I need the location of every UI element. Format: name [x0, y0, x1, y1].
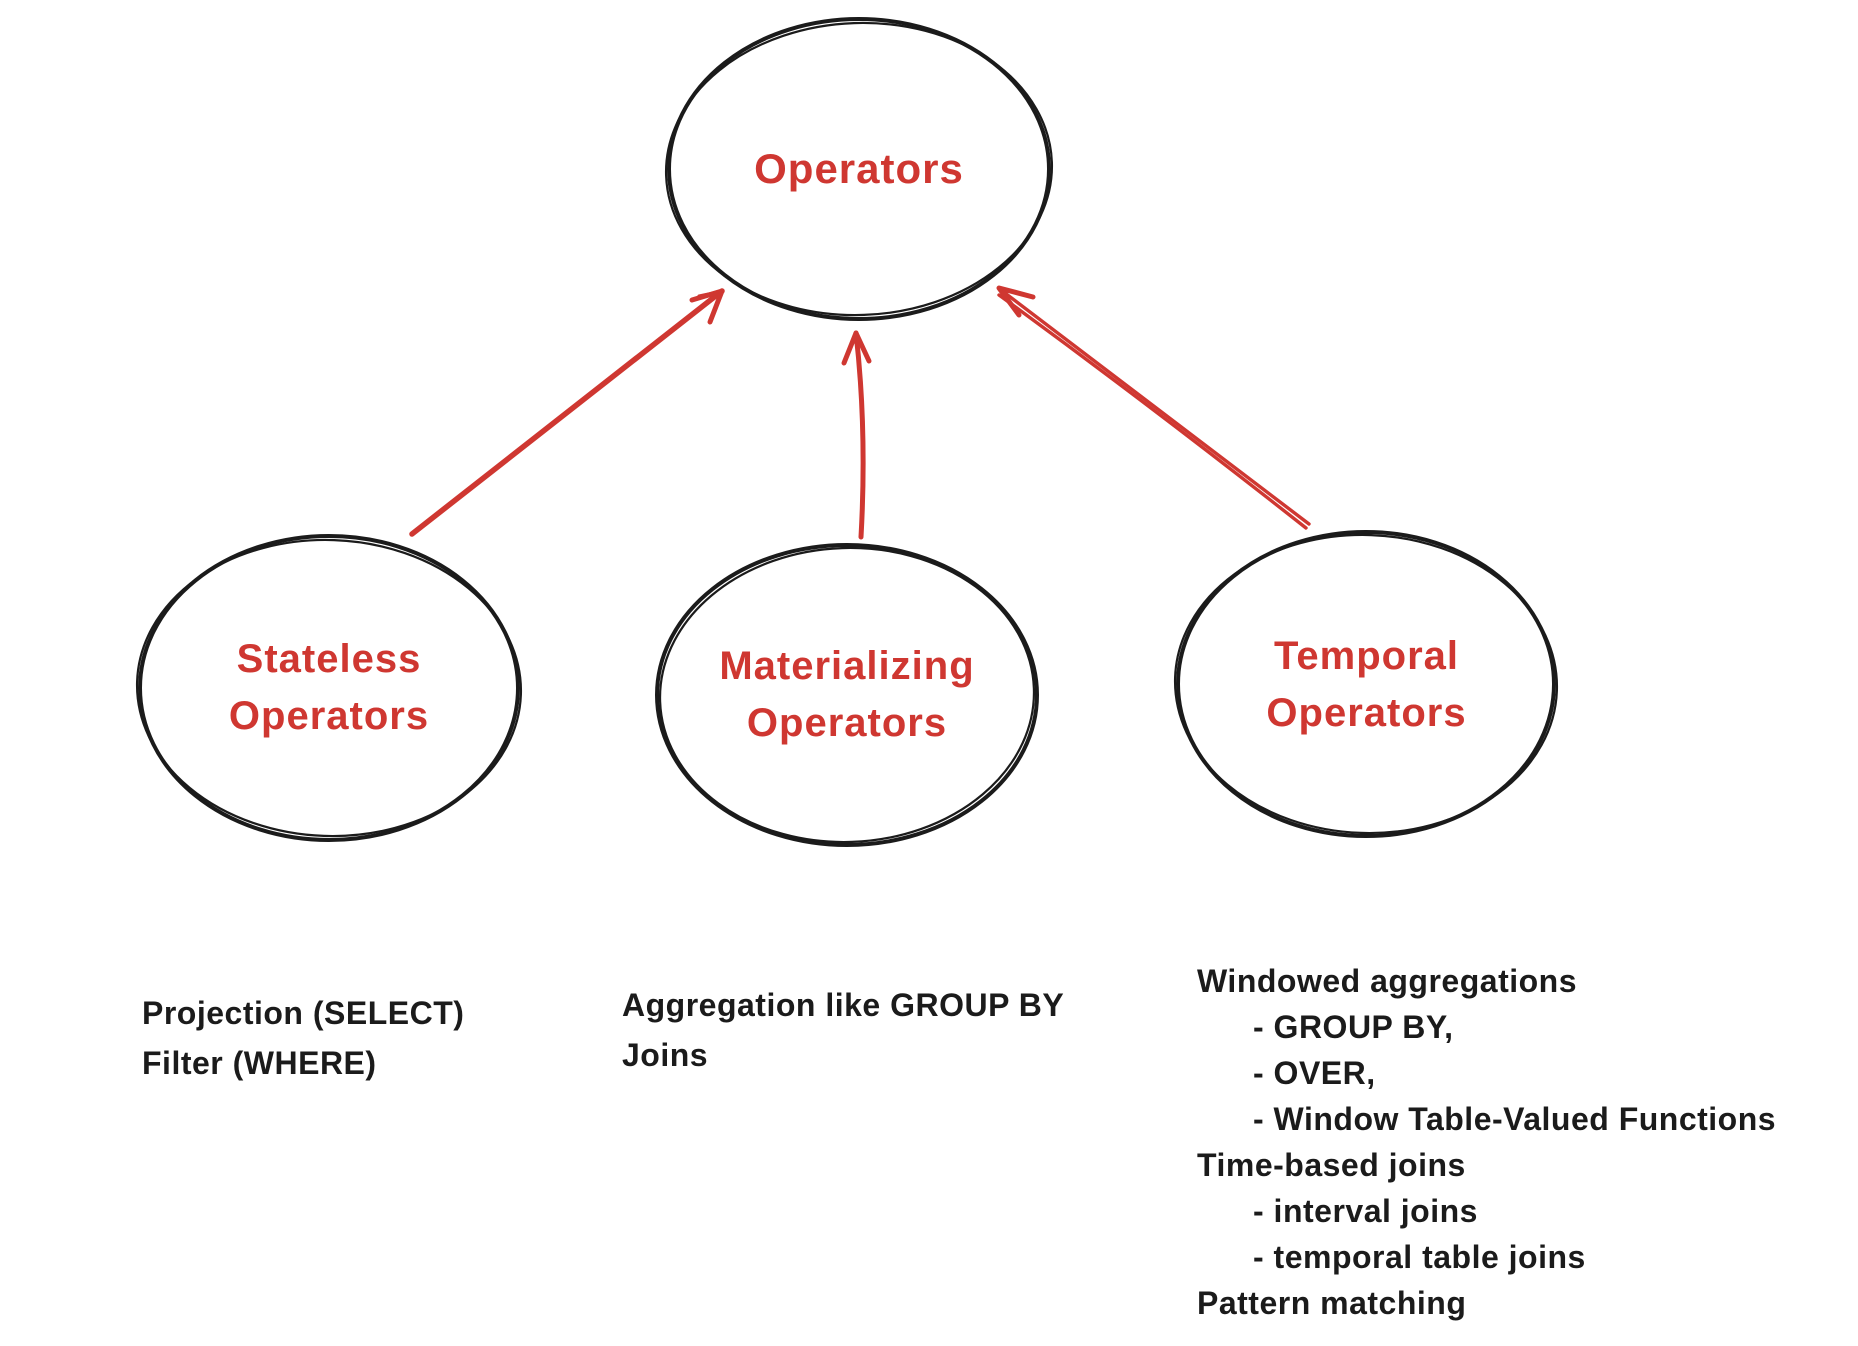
note-line: Projection (SELECT): [142, 995, 465, 1031]
arrow-temporal-to-operators: [996, 285, 1311, 530]
note-line: - OVER,: [1253, 1055, 1376, 1091]
note-line: - interval joins: [1253, 1193, 1478, 1229]
arrow-stateless-to-operators: [409, 288, 725, 537]
note-materializing-operators: Aggregation like GROUP BY Joins: [622, 980, 1064, 1080]
note-line: - GROUP BY,: [1253, 1009, 1454, 1045]
note-line: Windowed aggregations: [1197, 963, 1577, 999]
note-line: Joins: [622, 1037, 709, 1073]
note-line: Pattern matching: [1197, 1285, 1467, 1321]
note-line: Time-based joins: [1197, 1147, 1466, 1183]
note-temporal-operators: Windowed aggregations - GROUP BY, - OVER…: [1197, 958, 1776, 1326]
materializing-operators-circle: [655, 543, 1039, 847]
note-stateless-operators: Projection (SELECT) Filter (WHERE): [142, 988, 464, 1088]
note-line: Filter (WHERE): [142, 1045, 377, 1081]
note-line: - temporal table joins: [1253, 1239, 1586, 1275]
operators-circle: [664, 17, 1054, 321]
temporal-operators-circle: [1173, 530, 1559, 838]
stateless-operators-circle: [135, 534, 523, 842]
note-line: Aggregation like GROUP BY: [622, 987, 1065, 1023]
arrow-materializing-to-operators: [841, 330, 872, 540]
note-line: - Window Table-Valued Functions: [1253, 1101, 1777, 1137]
